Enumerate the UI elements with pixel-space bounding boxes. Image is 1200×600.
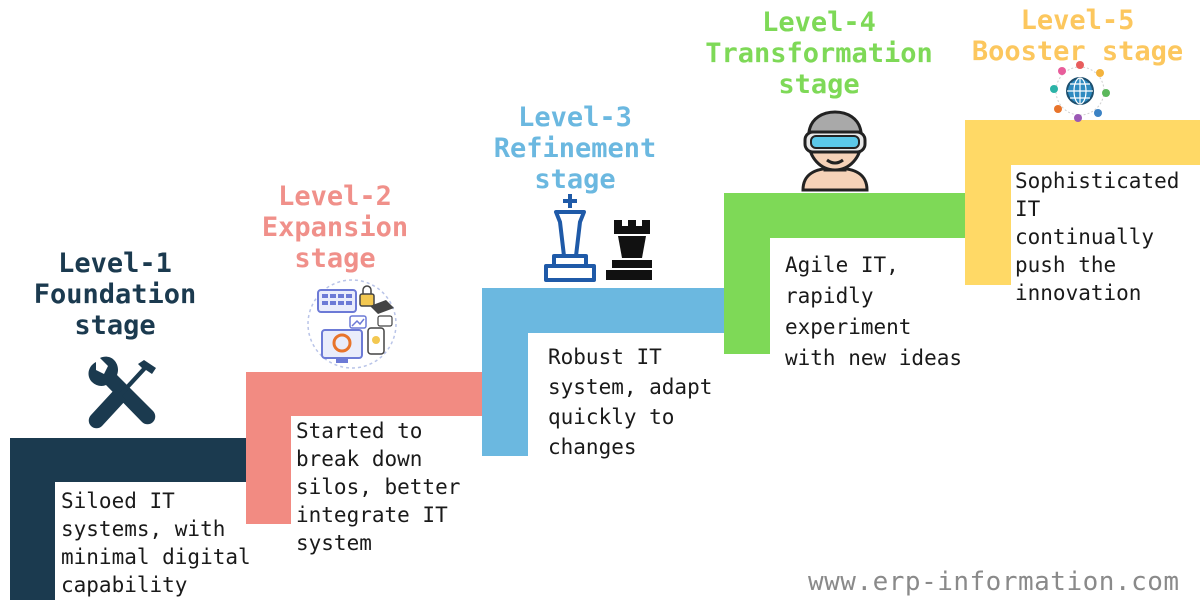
level-4-title: Level-4 Transformation stage bbox=[705, 7, 933, 100]
level-1-description: Siloed IT systems, with minimal digital … bbox=[61, 489, 251, 597]
level-1-title: Level-1 Foundation stage bbox=[33, 248, 197, 341]
level-4-description: Agile IT, rapidly experiment with new id… bbox=[785, 253, 963, 370]
level-3-description: Robust IT system, adapt quickly to chang… bbox=[548, 345, 713, 459]
level-5-title: Level-5 Booster stage bbox=[971, 5, 1184, 67]
digital-workplace-icon bbox=[307, 279, 397, 369]
step-level-4 bbox=[724, 193, 965, 354]
level-5-description: Sophisticated IT continually push the in… bbox=[1015, 169, 1180, 305]
chess-pieces-icon bbox=[544, 194, 652, 282]
level-2-title: Level-2 Expansion stage bbox=[261, 181, 409, 274]
tools-icon bbox=[88, 356, 156, 429]
global-network-icon bbox=[1050, 61, 1110, 122]
level-2-description: Started to break down silos, better inte… bbox=[296, 419, 461, 555]
step-level-2 bbox=[246, 372, 482, 524]
vr-headset-person-icon bbox=[801, 110, 869, 192]
watermark: www.erp-information.com bbox=[808, 567, 1180, 597]
step-level-1 bbox=[10, 438, 246, 600]
step-level-5 bbox=[965, 120, 1200, 285]
level-3-title: Level-3 Refinement stage bbox=[493, 102, 657, 195]
step-level-3 bbox=[482, 288, 724, 456]
